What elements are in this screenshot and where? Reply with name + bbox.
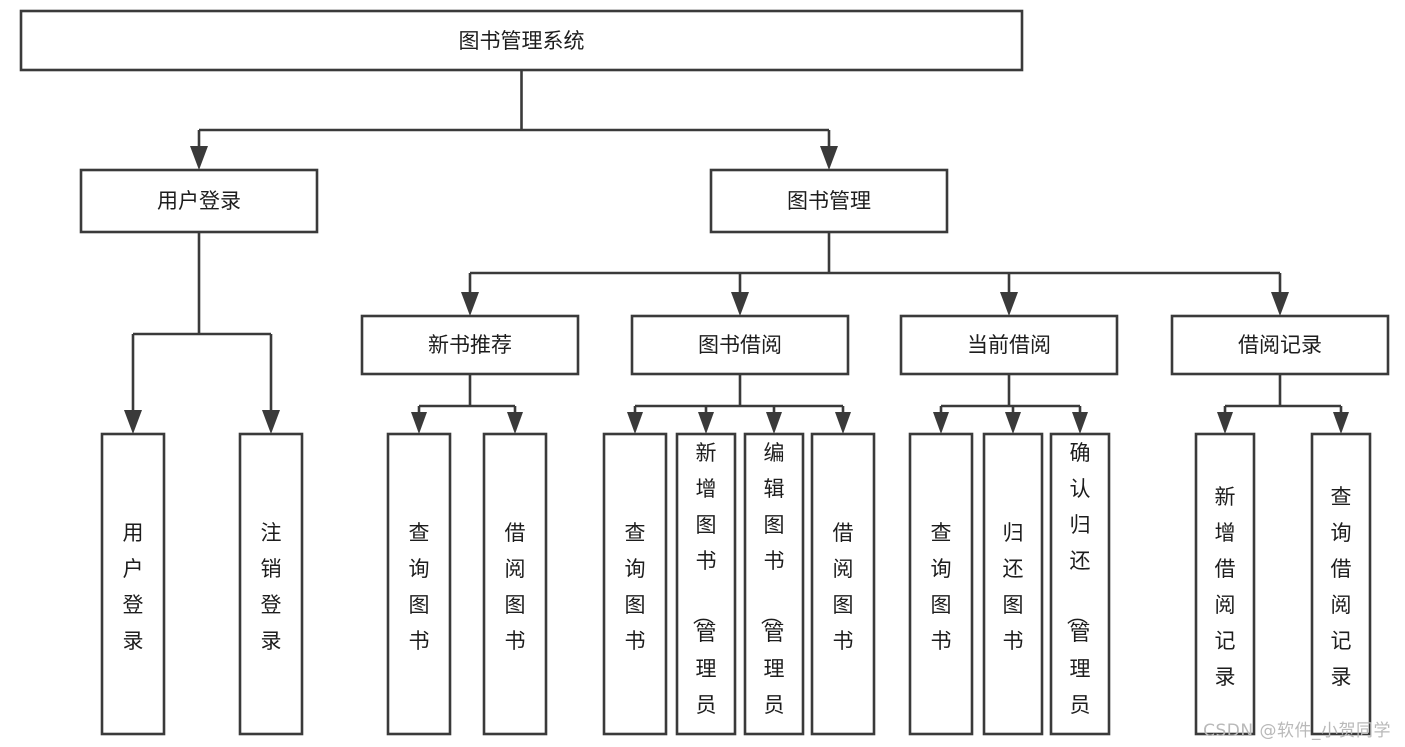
arrow-head-book-manage-to-current-borrow — [1000, 292, 1018, 316]
nodes-layer: 图书管理系统 用户登录 图书管理 新书推荐 图书借阅 当前 — [19, 9, 1390, 747]
node-leaf-add-book-admin-label: 新增图书（管理员） — [691, 441, 717, 747]
node-leaf-query-book-3-box[interactable] — [908, 432, 974, 736]
node-leaf-user-login-label: 用户登录 — [123, 521, 144, 653]
node-user-login-label: 用户登录 — [157, 189, 241, 213]
node-root[interactable]: 图书管理系统 — [19, 9, 1024, 72]
node-new-book-recommend-box[interactable] — [360, 314, 580, 376]
node-leaf-user-logout-box[interactable] — [238, 432, 304, 736]
arrow-head-current-borrow-leaf-3 — [1072, 412, 1088, 434]
node-leaf-add-borrow-record[interactable]: 新增借阅记录 — [1194, 432, 1256, 736]
arrow-head-current-borrow-leaf-1 — [933, 412, 949, 434]
node-borrow-record-box[interactable] — [1170, 314, 1390, 376]
node-leaf-query-book-3-label: 查询图书 — [931, 521, 952, 653]
arrow-head-borrow-record-leaf-1 — [1217, 412, 1233, 434]
node-leaf-confirm-return-admin-box[interactable] — [1049, 432, 1111, 736]
arrow-head-book-borrow-leaf-3 — [766, 412, 782, 434]
arrow-head-new-book-recommend-leaf-2 — [507, 412, 523, 434]
arrow-head-user-login-leaf-2 — [262, 410, 280, 434]
node-leaf-borrow-book-1[interactable]: 借阅图书 — [482, 432, 548, 736]
node-leaf-return-book-box[interactable] — [982, 432, 1044, 736]
node-root-label: 图书管理系统 — [459, 29, 585, 53]
node-leaf-query-borrow-record-label: 查询借阅记录 — [1331, 485, 1352, 689]
node-leaf-query-book-1-box[interactable] — [386, 432, 452, 736]
node-leaf-add-borrow-record-box[interactable] — [1194, 432, 1256, 736]
node-leaf-query-book-3[interactable]: 查询图书 — [908, 432, 974, 736]
arrow-head-user-login-leaf-1 — [124, 410, 142, 434]
node-leaf-borrow-book-2-box[interactable] — [810, 432, 876, 736]
node-current-borrow-box[interactable] — [899, 314, 1119, 376]
node-leaf-borrow-book-1-box[interactable] — [482, 432, 548, 736]
node-book-borrow[interactable]: 图书借阅 — [630, 314, 850, 376]
arrow-head-book-manage-to-book-borrow — [731, 292, 749, 316]
node-leaf-confirm-return-admin[interactable]: 确认归还（管理员） — [1049, 432, 1111, 747]
arrow-head-book-borrow-leaf-2 — [698, 412, 714, 434]
arrow-head-borrow-record-leaf-2 — [1333, 412, 1349, 434]
arrow-head-book-manage-to-new-book-recommend — [461, 292, 479, 316]
node-book-manage-label: 图书管理 — [787, 189, 871, 213]
node-leaf-add-book-admin-box[interactable] — [675, 432, 737, 736]
node-book-manage[interactable]: 图书管理 — [709, 168, 949, 234]
node-current-borrow-label: 当前借阅 — [967, 333, 1051, 357]
node-leaf-edit-book-admin[interactable]: 编辑图书（管理员） — [743, 432, 805, 747]
node-book-borrow-box[interactable] — [630, 314, 850, 376]
node-new-book-recommend-label: 新书推荐 — [428, 333, 512, 357]
node-borrow-record-label: 借阅记录 — [1238, 333, 1322, 357]
arrow-head-root-to-user-login — [190, 146, 208, 170]
node-new-book-recommend[interactable]: 新书推荐 — [360, 314, 580, 376]
node-leaf-return-book-label: 归还图书 — [1003, 521, 1024, 653]
arrow-head-new-book-recommend-leaf-1 — [411, 412, 427, 434]
node-leaf-user-logout[interactable]: 注销登录 — [238, 432, 304, 736]
csdn-watermark: CSDN @软件_小贺同学 — [1203, 721, 1391, 741]
node-user-login-box[interactable] — [79, 168, 319, 234]
node-borrow-record[interactable]: 借阅记录 — [1170, 314, 1390, 376]
node-user-login[interactable]: 用户登录 — [79, 168, 319, 234]
node-leaf-query-book-2-box[interactable] — [602, 432, 668, 736]
arrow-head-book-borrow-leaf-1 — [627, 412, 643, 434]
arrow-head-root-to-book-manage — [820, 146, 838, 170]
connectors-layer — [124, 70, 1349, 434]
node-leaf-borrow-book-1-label: 借阅图书 — [505, 521, 526, 653]
node-leaf-user-login[interactable]: 用户登录 — [100, 432, 166, 736]
node-leaf-query-book-2[interactable]: 查询图书 — [602, 432, 668, 736]
node-leaf-query-book-2-label: 查询图书 — [625, 521, 646, 653]
node-leaf-query-book-1[interactable]: 查询图书 — [386, 432, 452, 736]
node-book-manage-box[interactable] — [709, 168, 949, 234]
node-current-borrow[interactable]: 当前借阅 — [899, 314, 1119, 376]
node-leaf-query-book-1-label: 查询图书 — [409, 521, 430, 653]
arrow-head-book-borrow-leaf-4 — [835, 412, 851, 434]
node-leaf-edit-book-admin-label: 编辑图书（管理员） — [759, 441, 785, 747]
arrow-head-current-borrow-leaf-2 — [1005, 412, 1021, 434]
node-root-box[interactable] — [19, 9, 1024, 72]
node-leaf-query-borrow-record[interactable]: 查询借阅记录 — [1310, 432, 1372, 736]
node-leaf-add-borrow-record-label: 新增借阅记录 — [1215, 485, 1236, 689]
node-leaf-user-login-box[interactable] — [100, 432, 166, 736]
node-leaf-confirm-return-admin-label: 确认归还（管理员） — [1065, 441, 1091, 747]
node-leaf-return-book[interactable]: 归还图书 — [982, 432, 1044, 736]
node-leaf-edit-book-admin-box[interactable] — [743, 432, 805, 736]
node-leaf-query-borrow-record-box[interactable] — [1310, 432, 1372, 736]
arrow-head-book-manage-to-borrow-record — [1271, 292, 1289, 316]
node-book-borrow-label: 图书借阅 — [698, 333, 782, 357]
node-leaf-borrow-book-2-label: 借阅图书 — [833, 521, 854, 653]
node-leaf-user-logout-label: 注销登录 — [261, 521, 282, 653]
node-leaf-add-book-admin[interactable]: 新增图书（管理员） — [675, 432, 737, 747]
node-leaf-borrow-book-2[interactable]: 借阅图书 — [810, 432, 876, 736]
